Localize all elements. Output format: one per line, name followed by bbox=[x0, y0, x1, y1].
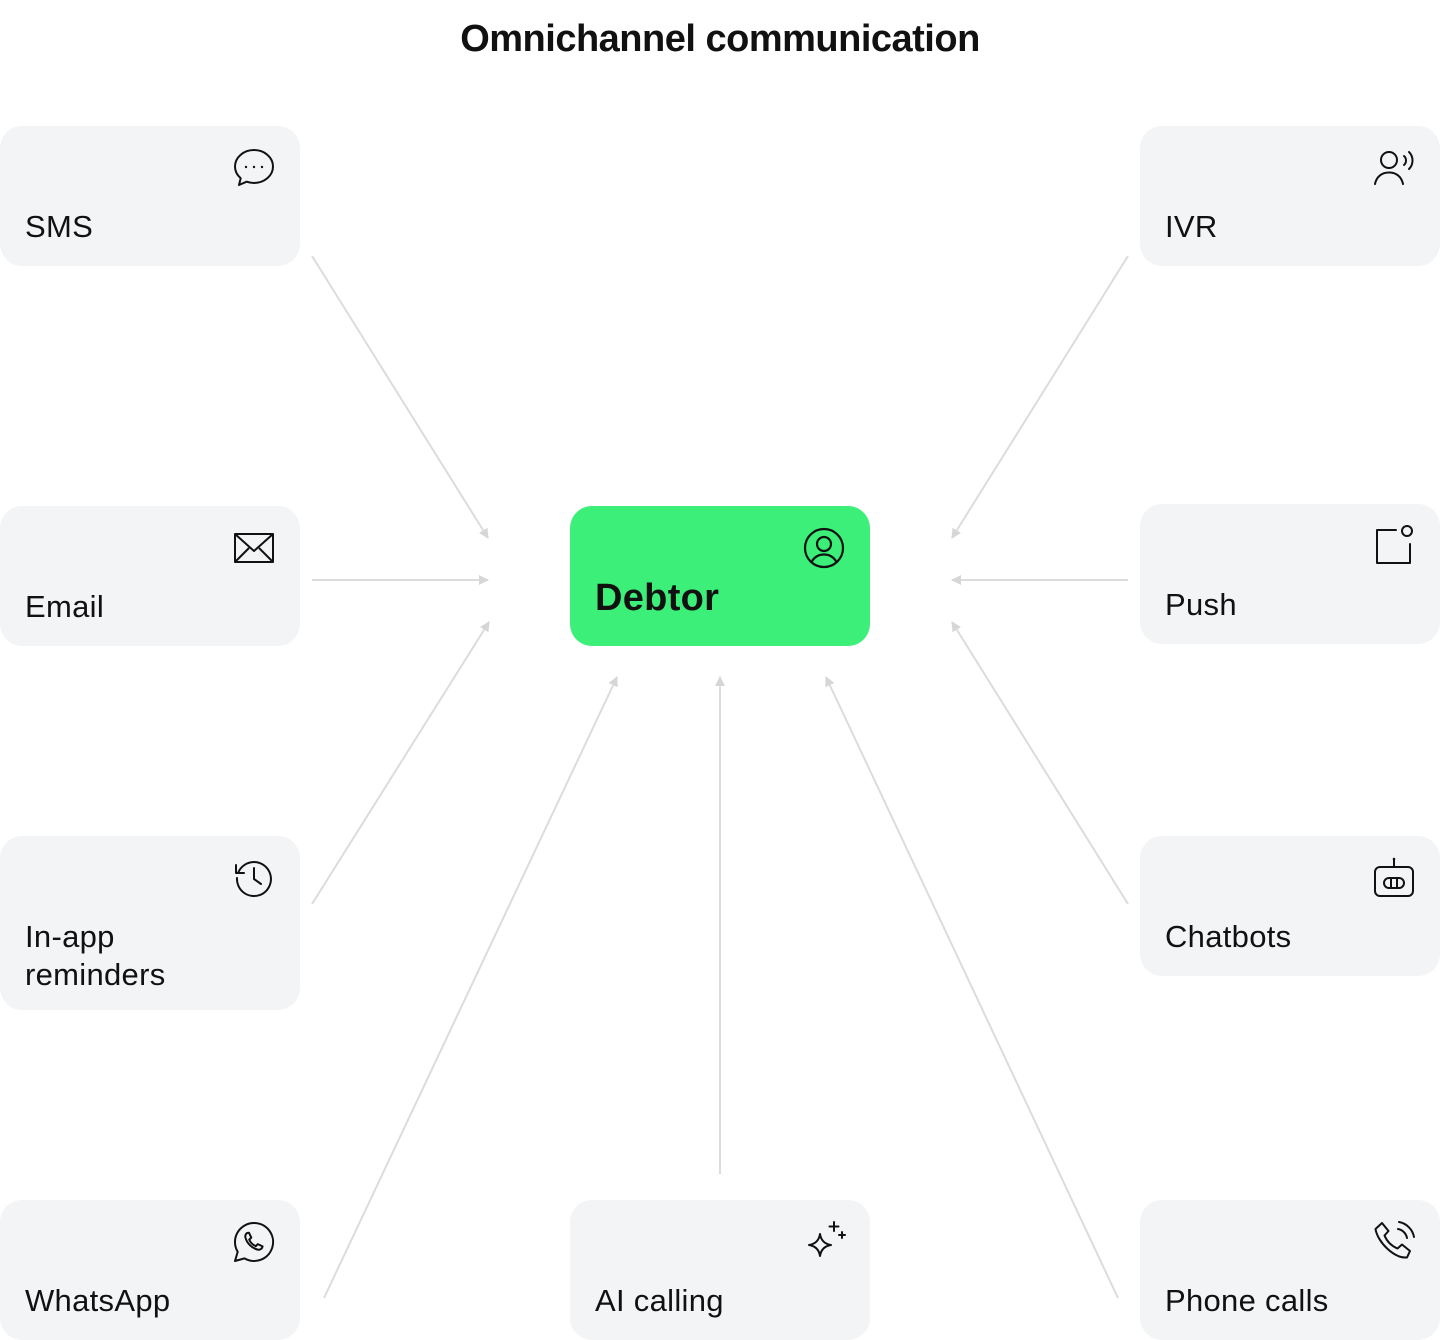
channel-card-ivr: IVR bbox=[1140, 126, 1440, 266]
arrow-in-app bbox=[311, 621, 490, 905]
arrow-whatsapp bbox=[323, 676, 618, 1299]
channel-label: IVR bbox=[1165, 209, 1218, 244]
arrow-phone-calls bbox=[825, 676, 1119, 1299]
channel-card-ai-calling: AI calling bbox=[570, 1200, 870, 1340]
phone-ringing-icon bbox=[1372, 1220, 1416, 1264]
channel-label-line2: reminders bbox=[25, 957, 166, 992]
debtor-card: Debtor bbox=[570, 506, 870, 646]
arrow-ivr bbox=[951, 255, 1129, 539]
channel-card-phone-calls: Phone calls bbox=[1140, 1200, 1440, 1340]
channel-label: Email bbox=[25, 589, 105, 624]
channel-label: Phone calls bbox=[1165, 1283, 1329, 1318]
channel-card-whatsapp: WhatsApp bbox=[0, 1200, 300, 1340]
sparkle-icon bbox=[802, 1220, 846, 1264]
chat-bubble-icon bbox=[232, 146, 276, 190]
channel-label-line1: In-app bbox=[25, 919, 115, 954]
whatsapp-icon bbox=[232, 1220, 276, 1264]
notification-icon bbox=[1372, 524, 1416, 568]
user-circle-icon bbox=[802, 526, 846, 570]
channel-label: WhatsApp bbox=[25, 1283, 171, 1318]
channel-label: Push bbox=[1165, 587, 1237, 622]
history-clock-icon bbox=[232, 856, 276, 900]
channel-card-chatbots: Chatbots bbox=[1140, 836, 1440, 976]
envelope-icon bbox=[232, 526, 276, 570]
channel-card-sms: SMS bbox=[0, 126, 300, 266]
debtor-label: Debtor bbox=[595, 577, 720, 619]
voice-user-icon bbox=[1372, 146, 1416, 190]
channel-card-in-app-reminders: In-app reminders bbox=[0, 836, 300, 1010]
channel-label: AI calling bbox=[595, 1283, 724, 1318]
channel-label: SMS bbox=[25, 209, 94, 244]
channel-card-push: Push bbox=[1140, 504, 1440, 644]
channel-label: Chatbots bbox=[1165, 919, 1292, 954]
diagram-title: Omnichannel communication bbox=[460, 18, 980, 60]
channel-card-email: Email bbox=[0, 506, 300, 646]
arrow-chatbots bbox=[951, 621, 1129, 905]
arrow-sms bbox=[311, 255, 489, 539]
robot-icon bbox=[1372, 856, 1416, 900]
